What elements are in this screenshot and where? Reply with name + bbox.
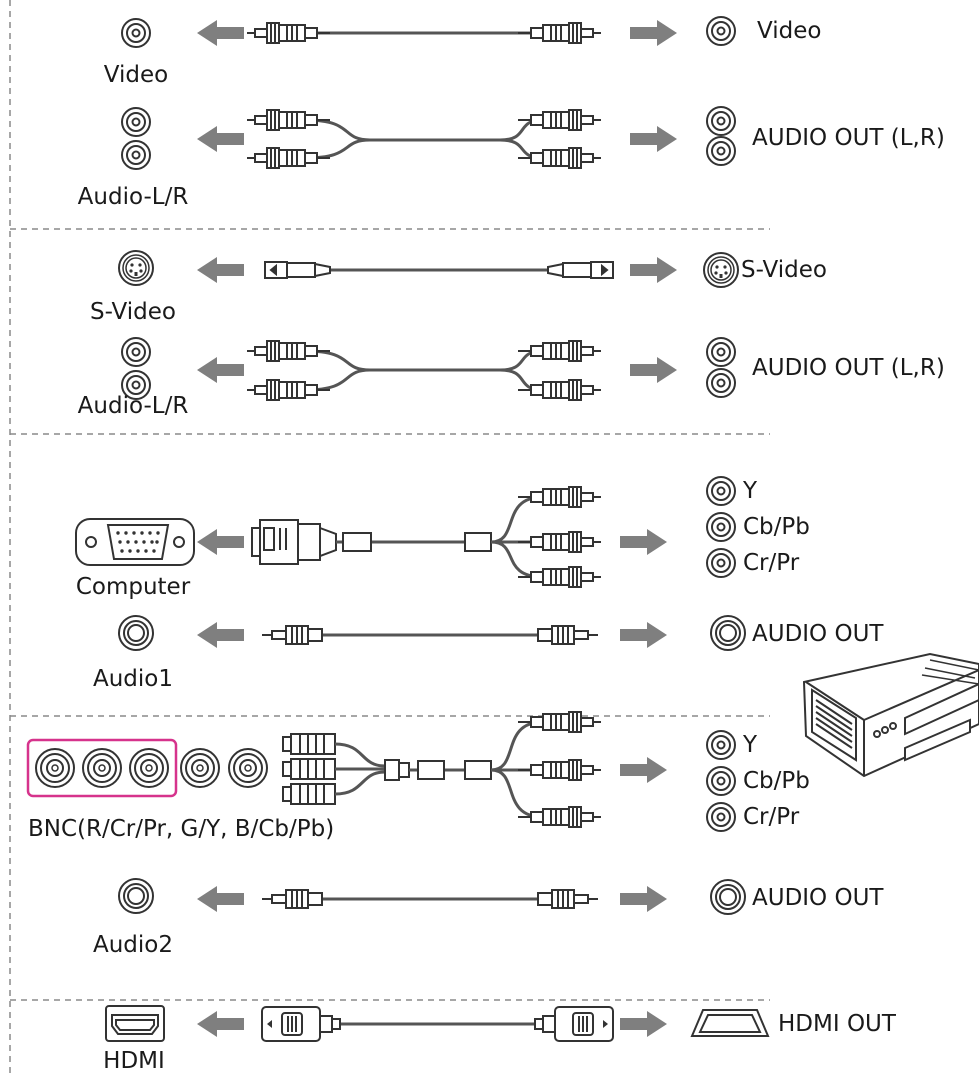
device-label-hdmi-out: HDMI OUT [778,1011,896,1037]
svideo-jack-icon [703,252,739,288]
arrow-right-icon [620,1011,667,1037]
rca-jack-icon [706,337,736,367]
device-label-cr-pr: Cr/Pr [743,804,800,830]
rca-jack-icon [706,16,736,46]
port-label-audio-lr: Audio-L/R [77,393,189,419]
rca-dual-cable-icon [247,340,602,401]
svideo-jack-icon [118,250,154,286]
device-label-audio-out-lr: AUDIO OUT (L,R) [752,355,945,381]
arrow-left-icon [197,257,244,283]
bnc-jack-icon [180,748,220,788]
bnc-highlight-frame [26,738,178,798]
stereo-jack-icon [710,615,746,651]
rca-jack-icon [706,802,736,832]
port-label-audio2: Audio2 [92,932,174,958]
rca-jack-icon [706,368,736,398]
arrow-left-icon [197,1011,244,1037]
arrow-left-icon [197,126,244,152]
vga-port-icon [75,518,195,566]
port-label-audio-lr: Audio-L/R [77,184,189,210]
device-label-audio-out: AUDIO OUT [752,621,884,647]
arrow-left-icon [197,886,244,912]
bnc-jack-icon [228,748,268,788]
rca-jack-icon [706,512,736,542]
arrow-right-icon [620,757,667,783]
arrow-left-icon [197,20,244,46]
port-label-bnc: BNC(R/Cr/Pr, G/Y, B/Cb/Pb) [28,816,335,842]
port-label-computer: Computer [75,574,191,600]
svideo-cable-icon [264,261,614,279]
stereo-jack-icon [118,878,154,914]
rca-jack-icon [706,730,736,760]
port-label-hdmi: HDMI [103,1048,165,1074]
port-label-audio1: Audio1 [92,666,174,692]
device-label-cb-pb: Cb/Pb [743,768,810,794]
rca-dual-cable-icon [247,109,602,169]
rca-jack-icon [121,18,151,48]
rca-jack-icon [706,548,736,578]
stereo-jack-icon [118,615,154,651]
rca-jack-icon [121,107,151,137]
rca-jack-icon [706,136,736,166]
arrow-right-icon [620,886,667,912]
device-label-cr-pr: Cr/Pr [743,550,800,576]
arrow-right-icon [630,357,677,383]
device-label-audio-out-lr: AUDIO OUT (L,R) [752,125,945,151]
rca-jack-icon [706,476,736,506]
section-dividers [9,0,770,1078]
hdmi-cable-icon [261,1006,614,1042]
stereo-jack-icon [710,879,746,915]
rca-jack-icon [706,106,736,136]
rca-jack-icon [121,337,151,367]
device-label-video: Video [757,18,822,44]
arrow-right-icon [630,20,677,46]
device-label-y: Y [743,478,758,504]
rca-cable-icon [247,22,602,44]
arrow-right-icon [620,622,667,648]
bnc-jack-icon [82,748,122,788]
rca-jack-icon [706,766,736,796]
video-player-icon [802,652,979,778]
arrow-left-icon [197,622,244,648]
bnc-jack-icon [129,748,169,788]
device-label-svideo: S-Video [741,257,827,283]
device-label-audio-out: AUDIO OUT [752,885,884,911]
rca-jack-icon [121,140,151,170]
stereo-mini-cable-icon [262,625,599,645]
stereo-mini-cable-icon [262,889,599,909]
device-label-cb-pb: Cb/Pb [743,514,810,540]
bnc-component-cable-icon [282,711,602,828]
device-label-y: Y [743,732,758,758]
port-label-video: Video [103,62,169,88]
hdmi-port-icon [105,1005,165,1042]
vga-component-cable-icon [251,486,602,588]
arrow-right-icon [630,126,677,152]
arrow-left-icon [197,529,244,555]
port-label-svideo: S-Video [90,299,176,325]
hdmi-port-icon [690,1009,770,1037]
arrow-left-icon [197,357,244,383]
arrow-right-icon [630,257,677,283]
bnc-jack-icon [35,748,75,788]
arrow-right-icon [620,529,667,555]
